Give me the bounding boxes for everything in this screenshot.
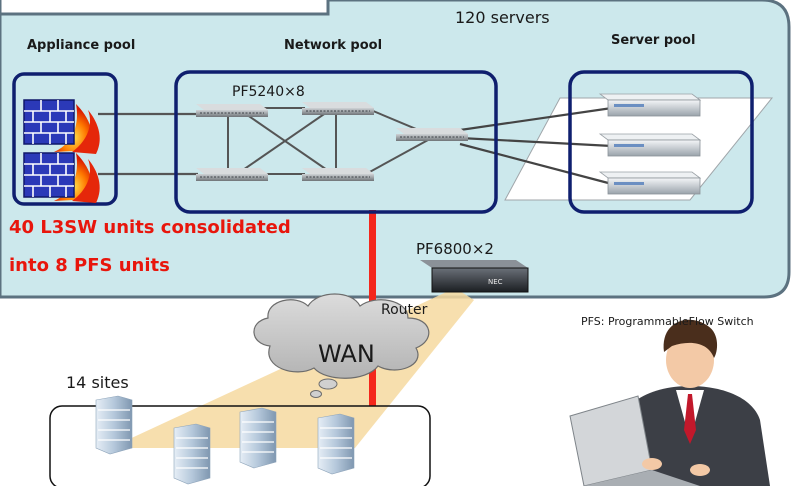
firewall-icon <box>23 152 100 203</box>
firewall-icon <box>23 99 100 154</box>
building-icon <box>95 395 133 455</box>
consolidation-label-line2: into 8 PFS units <box>9 255 170 276</box>
switch-icon <box>302 102 374 115</box>
switch-icon <box>396 128 468 141</box>
rack-server-icon <box>598 171 702 195</box>
server-pool-label: Server pool <box>611 33 696 48</box>
building-icon <box>239 407 277 469</box>
pf6800-label: PF6800×2 <box>416 240 494 258</box>
pf5240-label: PF5240×8 <box>232 84 305 100</box>
building-icon <box>173 423 211 485</box>
switch-icon <box>196 104 268 117</box>
router-brand: NEC <box>488 278 503 286</box>
switch-icon <box>302 168 374 181</box>
building-icon <box>317 413 355 475</box>
cloud-icon <box>253 293 430 398</box>
router-label: Router <box>381 302 428 318</box>
switch-mesh-links <box>227 107 429 175</box>
router-icon: NEC <box>420 260 529 293</box>
network-pool-label: Network pool <box>284 38 383 53</box>
wan-label: WAN <box>318 340 375 368</box>
sites-box <box>49 405 431 486</box>
switch-icon <box>196 168 268 181</box>
server-pool-box <box>568 70 754 214</box>
consolidation-label-line1: 40 L3SW units consolidated <box>9 217 291 238</box>
appliance-pool-label: Appliance pool <box>27 38 136 53</box>
server-links <box>459 106 613 186</box>
datacenter-region <box>0 0 791 299</box>
pfs-note-label: PFS: ProgrammableFlow Switch <box>581 315 754 328</box>
sites-label: 14 sites <box>66 373 129 392</box>
rack-server-icon <box>598 133 702 157</box>
servers-count-label: 120 servers <box>455 8 550 27</box>
person-at-laptop-icon <box>569 319 770 486</box>
appliance-pool-box <box>12 72 118 206</box>
rack-server-icon <box>598 93 702 117</box>
network-pool-box <box>174 70 498 214</box>
title-box-edge <box>0 0 330 16</box>
